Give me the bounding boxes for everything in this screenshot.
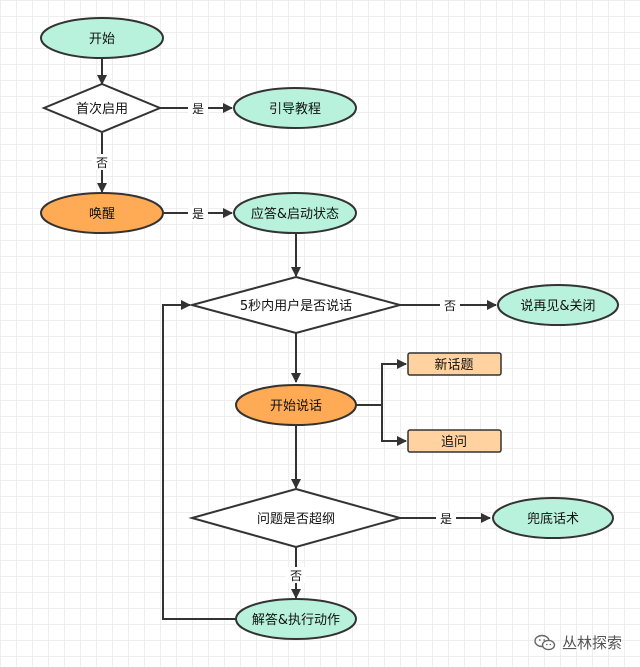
node-answer-exec-label: 解答&执行动作 [252, 612, 340, 628]
node-wake: 唤醒 [40, 192, 164, 234]
edge-begin-newtopic [356, 359, 407, 406]
node-wake-label: 唤醒 [89, 207, 115, 222]
node-begin-speaking: 开始说话 [235, 384, 357, 426]
watermark: 丛林探索 [534, 632, 622, 653]
label-scope-yes: 是 [440, 512, 452, 526]
node-follow-up-label: 追问 [441, 434, 467, 450]
node-goodbye-label: 说再见&关闭 [520, 299, 595, 314]
node-start: 开始 [40, 17, 164, 59]
node-follow-up: 追问 [407, 429, 502, 453]
edge-begin-followup [381, 405, 407, 446]
node-answer-exec: 解答&执行动作 [235, 598, 357, 640]
label-scope-no: 否 [290, 569, 302, 583]
node-speak-check: 5秒内用户是否说话 [188, 275, 404, 335]
label-first-yes: 是 [192, 102, 204, 116]
node-tutorial: 引导教程 [233, 87, 357, 129]
label-first-no: 否 [96, 156, 108, 170]
edge-answer-loop [162, 300, 236, 620]
node-out-of-scope-label: 问题是否超纲 [257, 512, 335, 527]
watermark-text: 丛林探索 [561, 634, 622, 652]
node-respond-start-label: 应答&启动状态 [251, 206, 339, 222]
node-first-launch-label: 首次启用 [76, 101, 128, 117]
node-fallback-label: 兜底话术 [527, 511, 579, 527]
node-goodbye: 说再见&关闭 [497, 284, 619, 326]
node-tutorial-label: 引导教程 [269, 101, 321, 117]
node-fallback: 兜底话术 [492, 497, 614, 539]
node-out-of-scope: 问题是否超纲 [188, 487, 404, 549]
node-respond-start: 应答&启动状态 [233, 192, 357, 234]
node-new-topic: 新话题 [407, 352, 502, 376]
wechat-icon [534, 634, 556, 650]
node-speak-check-label: 5秒内用户是否说话 [240, 298, 352, 314]
node-new-topic-label: 新话题 [434, 357, 473, 373]
label-speak-no: 否 [444, 299, 456, 313]
node-start-label: 开始 [89, 32, 115, 47]
node-begin-speaking-label: 开始说话 [270, 399, 322, 414]
label-wake-yes: 是 [192, 207, 204, 221]
edge-labels: 是 否 是 否 是 否 [92, 100, 460, 583]
node-first-launch: 首次启用 [41, 82, 163, 134]
